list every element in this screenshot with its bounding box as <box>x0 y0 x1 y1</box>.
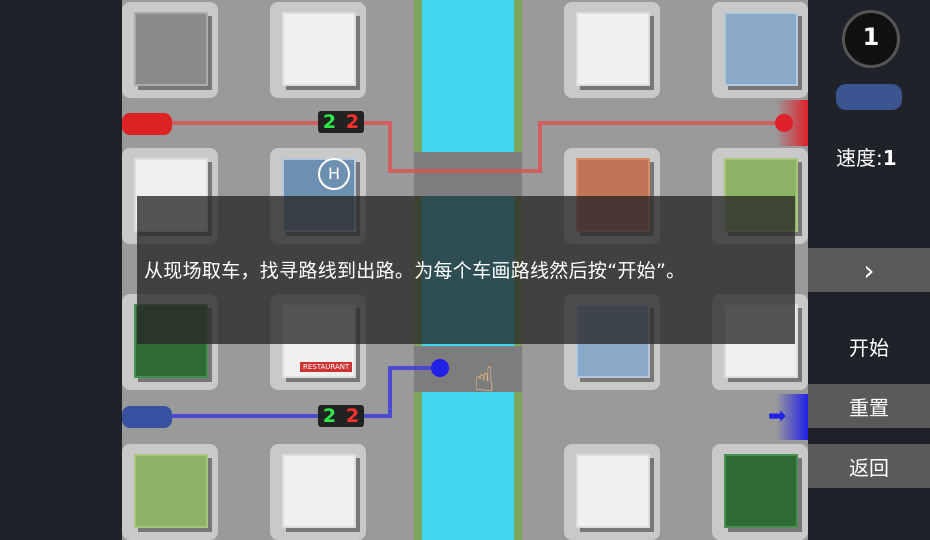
speed-label: 速度: <box>836 146 883 170</box>
tutorial-hint-text: 从现场取车，找寻路线到出路。为每个车画路线然后按“开始”。 <box>144 260 686 282</box>
reset-button[interactable]: 重置 <box>808 384 930 428</box>
bridge-top <box>414 152 522 196</box>
blue-car[interactable] <box>122 406 172 428</box>
blue-route-endpoint <box>431 359 449 377</box>
river-top <box>422 0 514 152</box>
level-number: 1 <box>862 23 880 51</box>
left-edge-strip <box>0 0 122 540</box>
light-right-count: 2 <box>345 405 360 427</box>
back-button[interactable]: 返回 <box>808 444 930 488</box>
park-block <box>122 444 218 540</box>
start-button[interactable]: 开始 <box>849 335 889 360</box>
light-left-count: 2 <box>322 111 337 133</box>
city-block <box>712 444 808 540</box>
next-button[interactable]: › <box>808 248 930 292</box>
next-car-preview <box>836 84 902 110</box>
blue-exit-arrow-icon: ➡ <box>768 404 787 429</box>
city-block <box>564 2 660 98</box>
light-right-count: 2 <box>345 111 360 133</box>
traffic-light-red-route[interactable]: 2 2 <box>318 111 364 133</box>
city-block <box>270 2 366 98</box>
traffic-light-blue-route[interactable]: 2 2 <box>318 405 364 427</box>
red-car[interactable] <box>122 113 172 135</box>
city-block <box>712 2 808 98</box>
hand-pointer-icon: ☝ <box>474 360 495 400</box>
steering-wheel-icon: 1 <box>842 10 900 68</box>
city-block <box>270 444 366 540</box>
speed-display: 速度:1 <box>836 142 897 171</box>
light-left-count: 2 <box>322 405 337 427</box>
river-bottom <box>422 392 514 540</box>
city-block <box>564 444 660 540</box>
red-exit-zone <box>776 100 808 146</box>
helipad-sign: H <box>318 158 350 190</box>
city-block <box>122 2 218 98</box>
blue-exit-zone <box>776 394 808 440</box>
speed-value: 1 <box>882 146 897 170</box>
side-panel: 1 速度:1 › 开始 重置 返回 <box>808 0 930 540</box>
red-route-line <box>122 121 784 173</box>
tutorial-overlay <box>137 196 795 344</box>
blue-route-line <box>122 366 440 418</box>
restaurant-sign: RESTAURANT <box>300 362 353 372</box>
